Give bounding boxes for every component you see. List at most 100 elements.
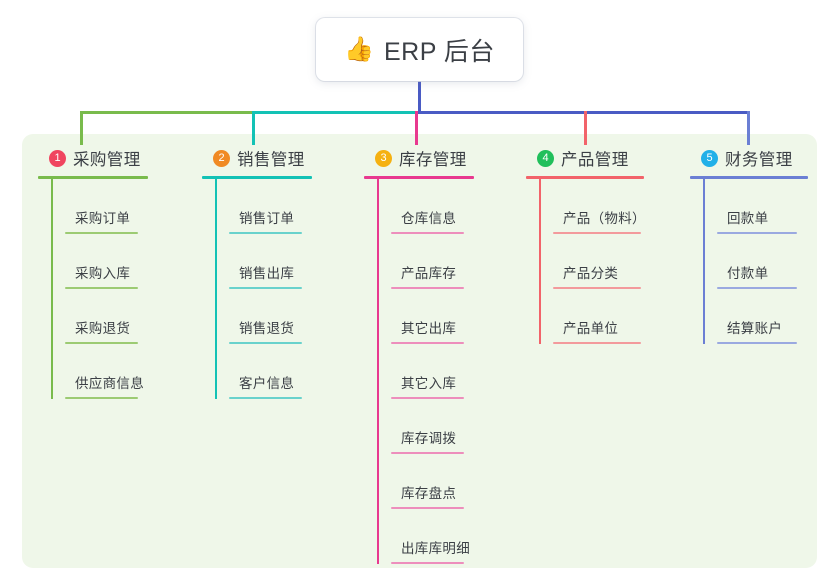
branch-header-3[interactable]: 3 库存管理 xyxy=(364,146,514,170)
root-title: ERP 后台 xyxy=(383,37,495,66)
leaf-label: 产品库存 xyxy=(401,266,457,281)
branch-underline-3 xyxy=(364,176,474,179)
branch-spine-3 xyxy=(377,179,379,564)
leaf-node[interactable]: 销售出库 xyxy=(215,234,352,289)
branch-badge-3: 3 xyxy=(375,149,392,167)
leaf-underline xyxy=(229,342,302,344)
thumbs-up-icon: 👍 xyxy=(344,35,374,63)
branch-underline-2 xyxy=(202,176,312,179)
leaf-node[interactable]: 产品库存 xyxy=(377,234,514,289)
leaf-node[interactable]: 采购退货 xyxy=(51,289,188,344)
leaf-node[interactable]: 产品（物料） xyxy=(539,179,686,234)
leaf-node[interactable]: 库存调拨 xyxy=(377,399,514,454)
branch-children-4: 产品（物料） 产品分类产品单位 xyxy=(539,179,686,344)
branch-children-5: 回款单付款单结算账户 xyxy=(703,179,820,344)
branch-children-3: 仓库信息产品库存其它出库其它入库库存调拨库存盘点出库库明细 xyxy=(377,179,514,564)
leaf-label: 库存盘点 xyxy=(401,486,457,501)
leaf-label: 产品分类 xyxy=(563,266,619,281)
leaf-label: 客户信息 xyxy=(239,376,295,391)
diagram-panel xyxy=(22,134,817,568)
leaf-node[interactable]: 其它出库 xyxy=(377,289,514,344)
leaf-underline xyxy=(391,232,464,234)
branch-4: 4 产品管理产品（物料） 产品分类产品单位 xyxy=(526,146,686,344)
leaf-underline xyxy=(391,452,464,454)
leaf-label: 其它入库 xyxy=(401,376,457,391)
branch-underline-4 xyxy=(526,176,644,179)
branch-header-4[interactable]: 4 产品管理 xyxy=(526,146,686,170)
branch-header-2[interactable]: 2 销售管理 xyxy=(202,146,352,170)
leaf-underline xyxy=(553,232,641,234)
leaf-label: 产品单位 xyxy=(563,321,619,336)
leaf-underline xyxy=(65,287,138,289)
leaf-underline xyxy=(553,342,641,344)
leaf-underline xyxy=(391,287,464,289)
leaf-underline xyxy=(65,232,138,234)
leaf-underline xyxy=(717,342,797,344)
branch-badge-4: 4 xyxy=(537,149,554,167)
branch-header-5[interactable]: 5 财务管理 xyxy=(690,146,820,170)
branch-underline-5 xyxy=(690,176,808,179)
branch-3: 3 库存管理仓库信息产品库存其它出库其它入库库存调拨库存盘点出库库明细 xyxy=(364,146,514,564)
leaf-node[interactable]: 库存盘点 xyxy=(377,454,514,509)
leaf-underline xyxy=(391,562,464,564)
branch-underline-1 xyxy=(38,176,148,179)
leaf-underline xyxy=(65,397,138,399)
branch-spine-4 xyxy=(539,179,541,344)
leaf-underline xyxy=(553,287,641,289)
leaf-underline xyxy=(717,287,797,289)
branch-5: 5 财务管理回款单付款单结算账户 xyxy=(690,146,820,344)
leaf-node[interactable]: 出库库明细 xyxy=(377,509,514,564)
leaf-node[interactable]: 采购订单 xyxy=(51,179,188,234)
branch-title-4: 产品管理 xyxy=(561,151,629,169)
leaf-underline xyxy=(717,232,797,234)
leaf-underline xyxy=(229,397,302,399)
leaf-label: 出库库明细 xyxy=(401,541,470,556)
leaf-label: 采购订单 xyxy=(75,211,131,226)
leaf-underline xyxy=(229,287,302,289)
leaf-node[interactable]: 结算账户 xyxy=(703,289,820,344)
branch-children-1: 采购订单采购入库采购退货供应商信息 xyxy=(51,179,188,399)
leaf-label: 付款单 xyxy=(727,266,769,281)
branch-title-5: 财务管理 xyxy=(725,151,793,169)
leaf-node[interactable]: 供应商信息 xyxy=(51,344,188,399)
branch-spine-5 xyxy=(703,179,705,344)
leaf-underline xyxy=(65,342,138,344)
leaf-label: 销售订单 xyxy=(239,211,295,226)
branch-badge-5: 5 xyxy=(701,149,718,167)
leaf-label: 采购退货 xyxy=(75,321,131,336)
leaf-node[interactable]: 其它入库 xyxy=(377,344,514,399)
leaf-label: 销售退货 xyxy=(239,321,295,336)
leaf-label: 采购入库 xyxy=(75,266,131,281)
branch-spine-2 xyxy=(215,179,217,399)
leaf-label: 销售出库 xyxy=(239,266,295,281)
branch-title-2: 销售管理 xyxy=(237,151,305,169)
leaf-node[interactable]: 仓库信息 xyxy=(377,179,514,234)
leaf-underline xyxy=(229,232,302,234)
leaf-label: 其它出库 xyxy=(401,321,457,336)
leaf-node[interactable]: 回款单 xyxy=(703,179,820,234)
leaf-label: 供应商信息 xyxy=(75,376,144,391)
branch-badge-2: 2 xyxy=(213,149,230,167)
root-node[interactable]: 👍 ERP 后台 xyxy=(316,18,523,81)
leaf-label: 回款单 xyxy=(727,211,769,226)
leaf-node[interactable]: 销售订单 xyxy=(215,179,352,234)
leaf-node[interactable]: 产品分类 xyxy=(539,234,686,289)
leaf-underline xyxy=(391,397,464,399)
leaf-node[interactable]: 客户信息 xyxy=(215,344,352,399)
leaf-node[interactable]: 付款单 xyxy=(703,234,820,289)
leaf-node[interactable]: 采购入库 xyxy=(51,234,188,289)
branch-title-1: 采购管理 xyxy=(73,151,141,169)
leaf-node[interactable]: 产品单位 xyxy=(539,289,686,344)
leaf-underline xyxy=(391,507,464,509)
branch-title-3: 库存管理 xyxy=(399,151,467,169)
leaf-label: 结算账户 xyxy=(727,321,783,336)
leaf-node[interactable]: 销售退货 xyxy=(215,289,352,344)
leaf-label: 仓库信息 xyxy=(401,211,457,226)
leaf-underline xyxy=(391,342,464,344)
leaf-label: 库存调拨 xyxy=(401,431,457,446)
branch-2: 2 销售管理销售订单销售出库销售退货客户信息 xyxy=(202,146,352,399)
branch-spine-1 xyxy=(51,179,53,399)
